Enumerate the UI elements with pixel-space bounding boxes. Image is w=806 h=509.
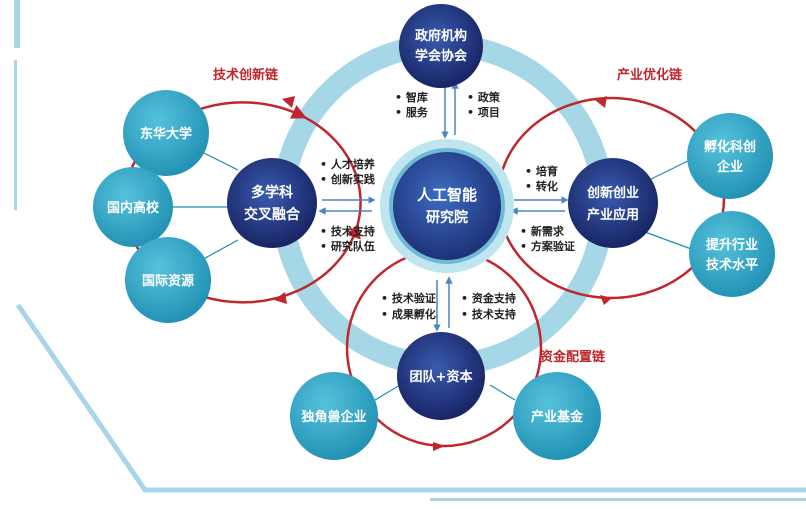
satellite-upgrade	[689, 211, 775, 297]
bullet-bottom-left-1: • 技术验证	[381, 291, 436, 305]
center-node	[389, 148, 505, 264]
bullet-top-left-1: • 智库	[395, 90, 428, 104]
bottom-node	[397, 332, 485, 420]
bullet-right-up-1: • 培育	[525, 164, 558, 178]
top-node-line1: 政府机构	[415, 28, 467, 44]
chain-label-industry: 产业优化链	[617, 67, 683, 83]
bullet-bottom-right-2: • 技术支持	[461, 307, 516, 321]
right-node	[568, 158, 658, 248]
frame-decoration	[14, 0, 806, 501]
satellite-domestic	[93, 167, 173, 247]
flow-arrows	[318, 81, 569, 332]
right-node-line1: 创新创业	[586, 185, 639, 201]
tech-chain-circle-rest	[299, 113, 362, 231]
satellite-unicorn	[290, 372, 378, 460]
center-label-line1: 人工智能	[417, 186, 477, 204]
bullet-bottom-left-2: • 成果孵化	[381, 307, 436, 321]
bullet-right-down-1: • 新需求	[520, 224, 565, 238]
satellite-donghua-label: 东华大学	[140, 126, 192, 142]
satellite-upgrade-line2: 技术水平	[706, 257, 758, 273]
bullet-top-right-1: • 政策	[467, 90, 501, 104]
satellite-upgrade-line1: 提升行业	[706, 237, 758, 253]
bullet-top-right-2: • 项目	[467, 106, 500, 119]
left-node-line1: 多学科	[251, 184, 293, 201]
satellite-incubate-line1: 孵化科创	[704, 139, 756, 155]
bullet-left-down-1: • 技术支持	[320, 224, 375, 238]
left-node	[227, 158, 317, 248]
satellite-incubate	[687, 113, 773, 199]
chain-label-capital: 资金配置链	[540, 349, 606, 365]
satellite-international	[125, 237, 211, 323]
bottom-node-label: 团队+资本	[410, 369, 473, 385]
bullet-right-up-2: • 转化	[525, 179, 558, 193]
satellite-unicorn-label: 独角兽企业	[301, 409, 366, 425]
bullet-left-down-2: • 研究队伍	[320, 239, 375, 253]
satellite-international-label: 国际资源	[142, 273, 194, 289]
top-node-line2: 学会协会	[415, 48, 468, 64]
bullet-left-up-2: • 创新实践	[320, 172, 375, 186]
satellite-fund	[513, 372, 601, 460]
satellite-donghua	[123, 90, 209, 176]
satellite-incubate-line2: 企业	[716, 159, 743, 175]
bullet-bottom-right-1: • 资金支持	[461, 291, 516, 305]
chain-label-tech: 技术创新链	[213, 67, 279, 83]
top-node	[399, 4, 483, 88]
center-label-line2: 研究院	[426, 209, 468, 226]
left-node-line2: 交叉融合	[244, 206, 301, 223]
bullet-left-up-1: • 人才培养	[320, 157, 376, 171]
satellite-fund-label: 产业基金	[531, 409, 584, 425]
right-node-line2: 产业应用	[587, 207, 639, 223]
bullet-top-left-2: • 服务	[395, 105, 429, 119]
bullet-right-down-2: • 方案验证	[520, 239, 575, 253]
satellite-domestic-label: 国内高校	[107, 200, 160, 216]
